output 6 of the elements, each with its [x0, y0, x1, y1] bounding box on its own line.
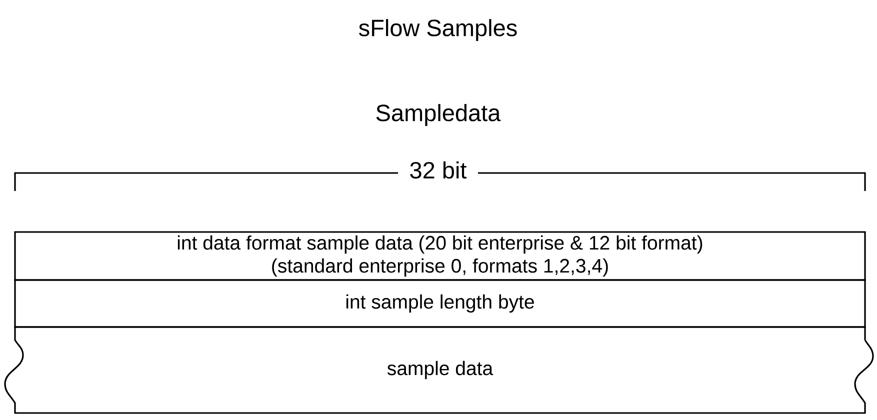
field-box: int sample length byte	[14, 279, 866, 328]
dimension-label: 32 bit	[410, 161, 467, 179]
title: sFlow Samples	[359, 19, 517, 41]
field-box: int data format sample data (20 bit enterprise & 12 bit format) (standard enterprise 0, formats 1,2,3,4)	[14, 231, 866, 281]
field-box: sample data	[4, 326, 874, 414]
subtitle: Sampledata	[376, 104, 501, 126]
